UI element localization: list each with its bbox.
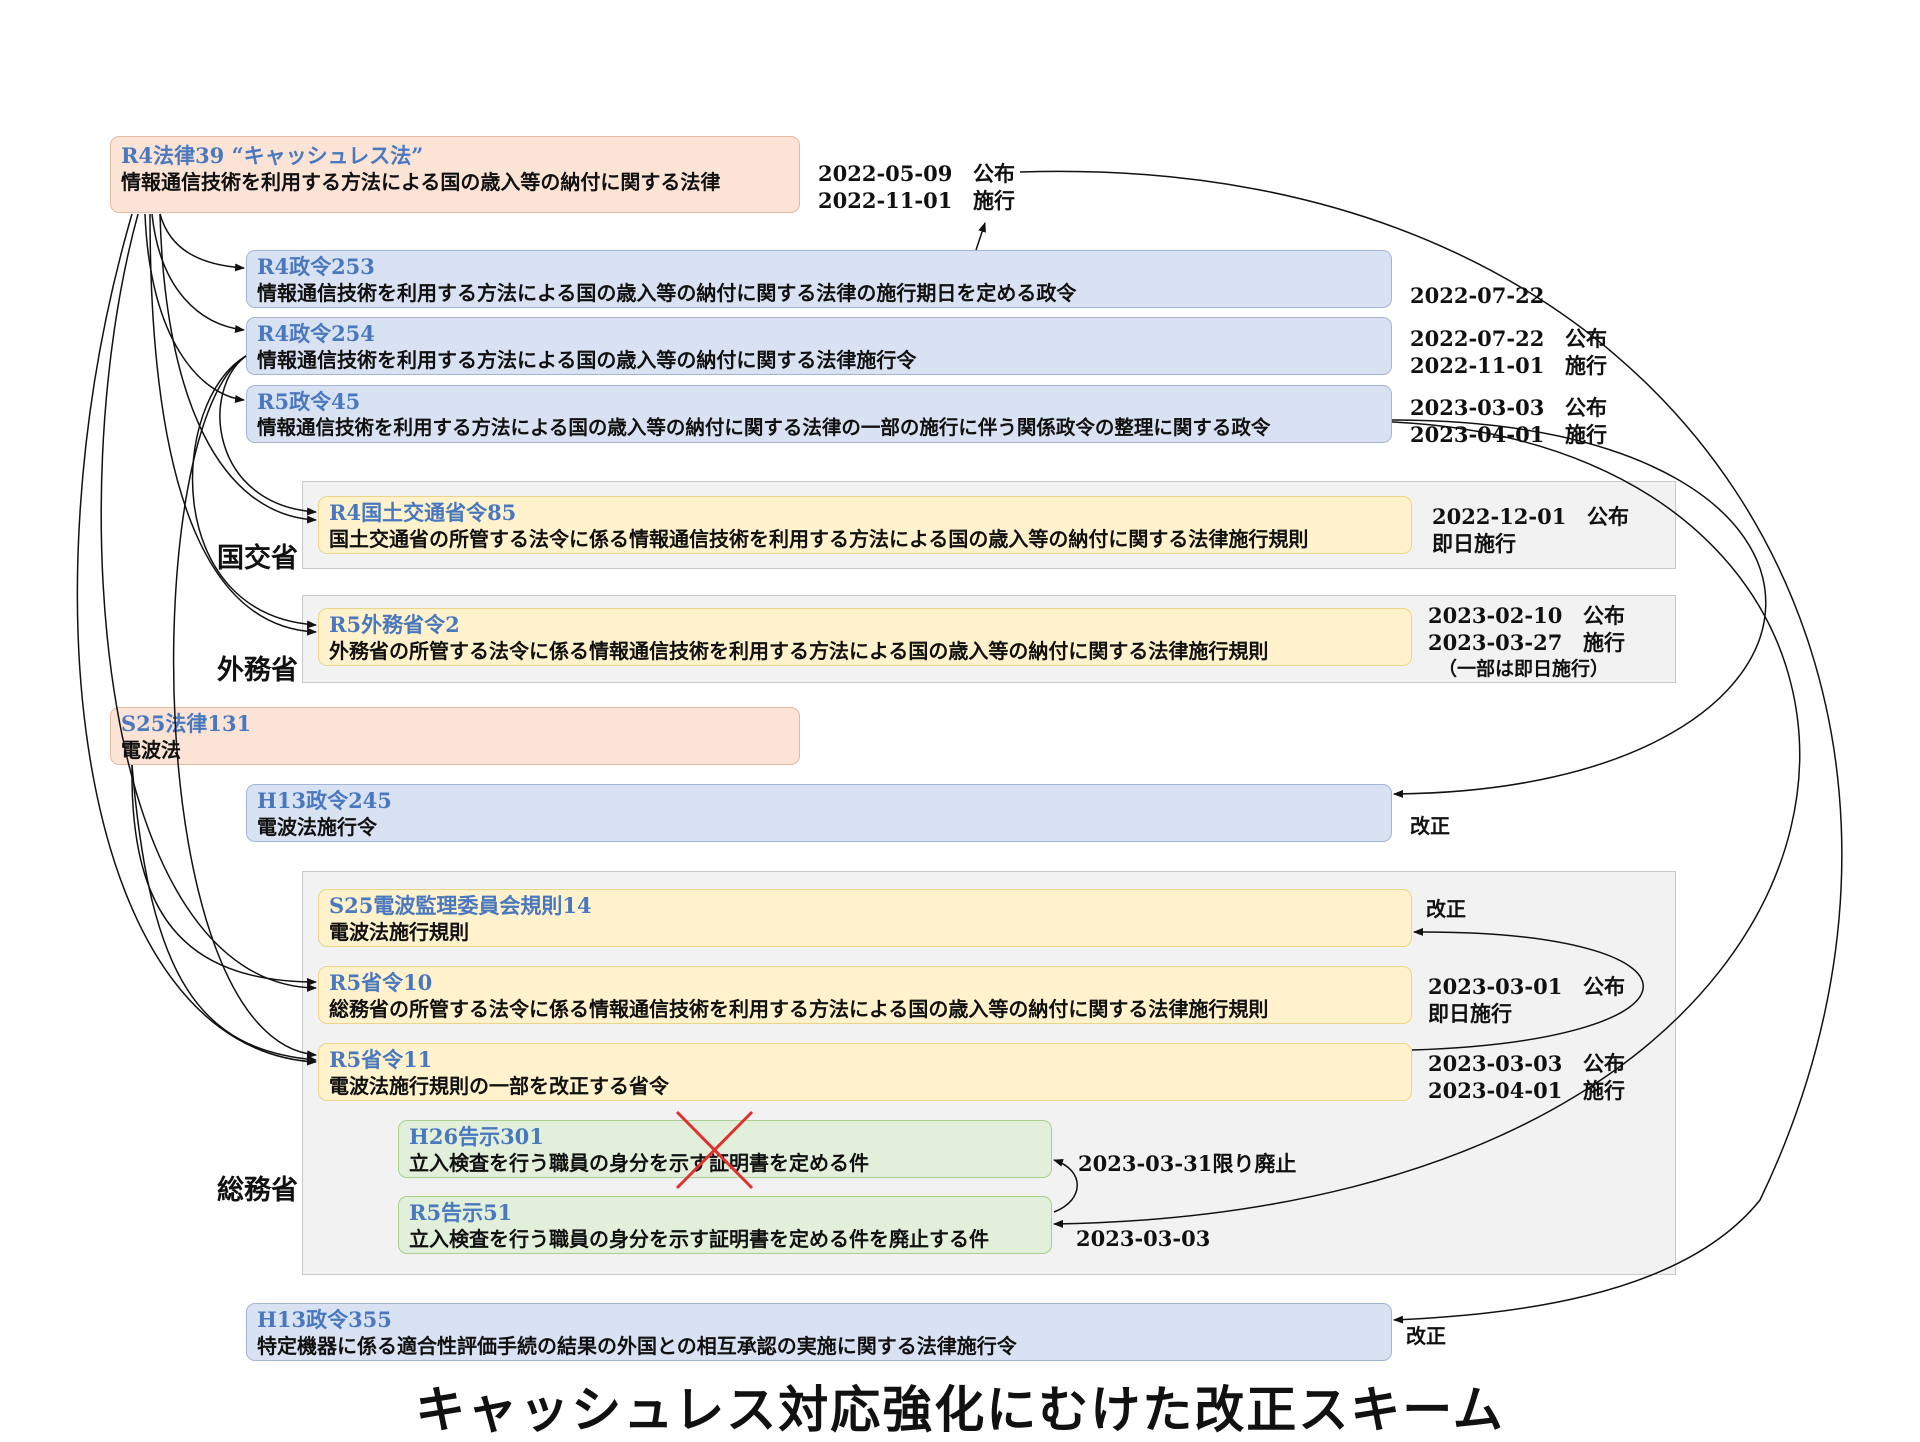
code-label: R5告示51 — [409, 1200, 513, 1225]
ministry-label-mlit: 国交省 — [217, 543, 298, 574]
code-label: R4政令253 — [257, 254, 375, 279]
note-cab253-date: 2022-07-22 — [1410, 282, 1544, 309]
law-r4-39: R4法律39 “キャッシュレス法” 情報通信技術を利用する方法による国の歳入等の… — [110, 136, 800, 213]
status-enforced: 即日施行 — [1428, 1001, 1512, 1026]
cabinet-order-r5-45: R5政令45 情報通信技術を利用する方法による国の歳入等の納付に関する法律の一部… — [246, 385, 1392, 443]
title-label: 立入検査を行う職員の身分を示す証明書を定める件 — [409, 1151, 869, 1175]
note-cab254-dates: 2022-07-22 公布 2022-11-01 施行 — [1410, 325, 1607, 379]
date-promulgated: 2023-03-03 — [1410, 395, 1545, 420]
cabinet-order-h13-355: H13政令355 特定機器に係る適合性評価手続の結果の外国との相互承認の実施に関… — [246, 1303, 1392, 1361]
code-label: R4国土交通省令85 — [329, 500, 517, 525]
note-not301-abolished: 2023-03-31限り廃止 — [1078, 1151, 1297, 1176]
code-label: R4法律39 “キャッシュレス法” — [121, 143, 424, 168]
code-label: R5政令45 — [257, 389, 361, 414]
ministerial-order-r5-10: R5省令10 総務省の所管する法令に係る情報通信技術を利用する方法による国の歳入… — [318, 966, 1412, 1024]
date-enforced: 2022-11-01 — [1410, 353, 1545, 378]
cabinet-order-r4-254: R4政令254 情報通信技術を利用する方法による国の歳入等の納付に関する法律施行… — [246, 317, 1392, 375]
code-label: R5外務省令2 — [329, 612, 460, 637]
note-mic10-dates: 2023-03-01 公布 即日施行 — [1428, 973, 1625, 1027]
note-cab355-amended: 改正 — [1406, 1324, 1446, 1348]
title-label: 情報通信技術を利用する方法による国の歳入等の納付に関する法律施行令 — [257, 348, 917, 372]
date-enforced: 2023-04-01 — [1428, 1078, 1563, 1103]
status-enforced: 施行 — [1565, 422, 1607, 447]
title-label: 情報通信技術を利用する方法による国の歳入等の納付に関する法律の施行期日を定める政… — [257, 281, 1077, 305]
note-not51-date: 2023-03-03 — [1076, 1226, 1211, 1251]
title-label: 電波法施行規則 — [329, 920, 469, 944]
cabinet-order-h13-245: H13政令245 電波法施行令 — [246, 784, 1392, 842]
arrow-cab253-to-law39-dates — [975, 222, 986, 251]
status-enforced: 施行 — [1583, 1078, 1625, 1103]
note-mofa2-dates: 2023-02-10 公布 2023-03-27 施行 （一部は即日施行） — [1428, 602, 1625, 683]
ministerial-order-r4-mlit-85: R4国土交通省令85 国土交通省の所管する法令に係る情報通信技術を利用する方法に… — [318, 496, 1412, 554]
date-promulgated: 2022-07-22 — [1410, 283, 1545, 308]
date-enforced: 2023-04-01 — [1410, 422, 1545, 447]
title-label: 立入検査を行う職員の身分を示す証明書を定める件を廃止する件 — [409, 1227, 989, 1251]
note-cab45-dates: 2023-03-03 公布 2023-04-01 施行 — [1410, 394, 1607, 448]
status-promulgated: 公布 — [1583, 1051, 1625, 1076]
note-rule14-amended: 改正 — [1426, 897, 1466, 921]
date-promulgated: 2023-02-10 — [1428, 603, 1563, 628]
cabinet-order-r4-253: R4政令253 情報通信技術を利用する方法による国の歳入等の納付に関する法律の施… — [246, 250, 1392, 308]
code-label: S25法律131 — [121, 711, 252, 736]
note-law39-dates: 2022-05-09 公布 2022-11-01 施行 — [818, 160, 1015, 214]
date-enforced: 2023-03-27 — [1428, 630, 1563, 655]
status-enforced: 施行 — [973, 188, 1015, 213]
regulation-s25-14: S25電波監理委員会規則14 電波法施行規則 — [318, 889, 1412, 947]
code-label: H26告示301 — [409, 1124, 544, 1149]
title-label: 電波法 — [121, 738, 181, 762]
title-label: 電波法施行規則の一部を改正する省令 — [329, 1074, 669, 1098]
law-s25-131: S25法律131 電波法 — [110, 707, 800, 765]
ministry-label-mic: 総務省 — [217, 1175, 298, 1206]
title-label: 外務省の所管する法令に係る情報通信技術を利用する方法による国の歳入等の納付に関す… — [329, 639, 1269, 663]
title-label: 総務省の所管する法令に係る情報通信技術を利用する方法による国の歳入等の納付に関す… — [329, 997, 1269, 1021]
partial-enforcement-note: （一部は即日施行） — [1438, 658, 1610, 680]
notice-h26-301: H26告示301 立入検査を行う職員の身分を示す証明書を定める件 — [398, 1120, 1052, 1178]
date-promulgated: 2023-03-03 — [1428, 1051, 1563, 1076]
date-promulgated: 2022-05-09 — [818, 161, 953, 186]
title-label: 国土交通省の所管する法令に係る情報通信技術を利用する方法による国の歳入等の納付に… — [329, 527, 1309, 551]
status-promulgated: 公布 — [1565, 395, 1607, 420]
code-label: H13政令355 — [257, 1307, 392, 1332]
date-enforced: 2022-11-01 — [818, 188, 953, 213]
note-mlit85-dates: 2022-12-01 公布 即日施行 — [1432, 503, 1629, 557]
code-label: R5省令10 — [329, 970, 433, 995]
code-label: S25電波監理委員会規則14 — [329, 893, 592, 918]
notice-r5-51: R5告示51 立入検査を行う職員の身分を示す証明書を定める件を廃止する件 — [398, 1196, 1052, 1254]
status-promulgated: 公布 — [1565, 326, 1607, 351]
status-enforced: 施行 — [1565, 353, 1607, 378]
status-promulgated: 公布 — [1587, 504, 1629, 529]
date-promulgated: 2023-03-01 — [1428, 974, 1563, 999]
status-promulgated: 公布 — [1583, 603, 1625, 628]
ministerial-order-r5-mofa-2: R5外務省令2 外務省の所管する法令に係る情報通信技術を利用する方法による国の歳… — [318, 608, 1412, 666]
arrow-law39-to-cab253 — [159, 213, 245, 272]
ministerial-order-r5-11: R5省令11 電波法施行規則の一部を改正する省令 — [318, 1043, 1412, 1101]
code-label: H13政令245 — [257, 788, 392, 813]
note-mic11-dates: 2023-03-03 公布 2023-04-01 施行 — [1428, 1050, 1625, 1104]
page-title: キャッシュレス対応強化にむけた改正スキーム — [415, 1380, 1505, 1439]
ministry-label-mofa: 外務省 — [217, 655, 298, 686]
title-label: 特定機器に係る適合性評価手続の結果の外国との相互承認の実施に関する法律施行令 — [257, 1334, 1017, 1358]
note-cab245-amended: 改正 — [1410, 814, 1450, 838]
arrow-law39-to-cab45 — [144, 213, 245, 403]
date-promulgated: 2022-12-01 — [1432, 504, 1567, 529]
status-enforced: 即日施行 — [1432, 531, 1516, 556]
code-label: R4政令254 — [257, 321, 375, 346]
arrow-law39-to-cab254 — [151, 213, 245, 333]
title-label: 情報通信技術を利用する方法による国の歳入等の納付に関する法律の一部の施行に伴う関… — [257, 416, 1271, 439]
title-label: 情報通信技術を利用する方法による国の歳入等の納付に関する法律 — [121, 170, 721, 194]
arrow-cab254-to-mic11 — [172, 355, 317, 1059]
status-promulgated: 公布 — [973, 161, 1015, 186]
status-promulgated: 公布 — [1583, 974, 1625, 999]
title-label: 電波法施行令 — [257, 815, 377, 839]
code-label: R5省令11 — [329, 1047, 433, 1072]
date-promulgated: 2022-07-22 — [1410, 326, 1545, 351]
status-enforced: 施行 — [1583, 630, 1625, 655]
